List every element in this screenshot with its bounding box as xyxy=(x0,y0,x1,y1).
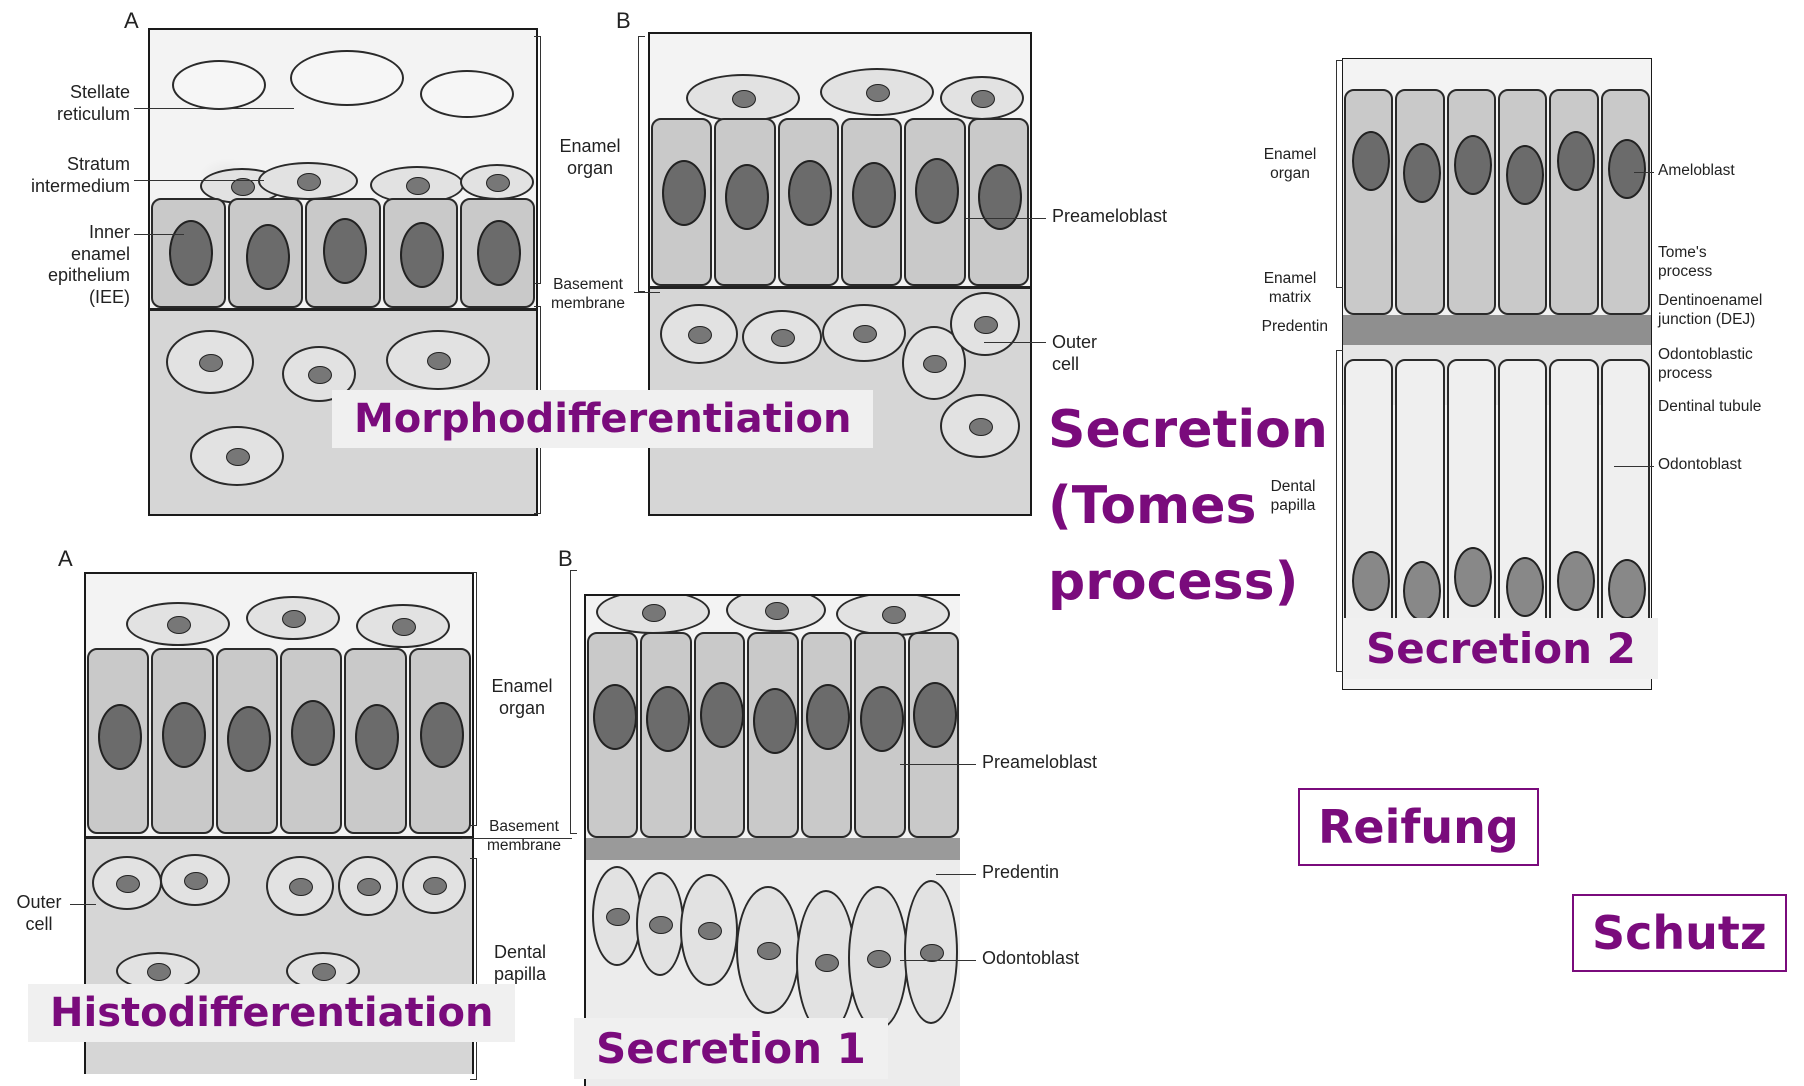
stage-histodifferentiation: Histodifferentiation xyxy=(28,984,515,1042)
label-outer-cell-top: Outer cell xyxy=(1052,332,1132,375)
stage-secretion-1: Secretion 1 xyxy=(574,1018,888,1079)
histology-panel-right xyxy=(1342,58,1652,690)
label-odontoblast-right: Odontoblast xyxy=(1658,456,1788,475)
label-ameloblast: Ameloblast xyxy=(1658,162,1788,181)
label-stellate-reticulum: Stellate reticulum xyxy=(10,82,130,125)
panel-letter-a-bottom: A xyxy=(58,546,73,572)
label-enamel-matrix: Enamel matrix xyxy=(1250,270,1330,307)
label-enamel-organ-bottom: Enamel organ xyxy=(482,676,562,719)
label-preameloblast-top: Preameloblast xyxy=(1052,206,1192,228)
label-dental-papilla-bottom: Dental papilla xyxy=(484,942,556,985)
stage-secretion-2: Secretion 2 xyxy=(1344,618,1658,679)
label-predentin-bottom: Predentin xyxy=(982,862,1102,884)
label-tomes-process: Tome's process xyxy=(1658,244,1778,281)
stage-secretion-tomes: Secretion (Tomes process) xyxy=(1048,392,1328,620)
stage-schutz: Schutz xyxy=(1572,894,1787,972)
label-odontoblastic-process: Odontoblastic process xyxy=(1658,346,1798,383)
label-predentin-right: Predentin xyxy=(1220,318,1328,337)
label-dentinal-tubule: Dentinal tubule xyxy=(1658,398,1798,417)
histology-panel-bottom-b xyxy=(584,594,960,1086)
label-preameloblast-bottom: Preameloblast xyxy=(982,752,1122,774)
label-basement-membrane-bottom: Basement membrane xyxy=(474,818,574,855)
panel-letter-b-bottom: B xyxy=(558,546,573,572)
label-basement-membrane-top: Basement membrane xyxy=(538,276,638,313)
stage-reifung: Reifung xyxy=(1298,788,1539,866)
label-outer-cell-bottom: Outer cell xyxy=(6,892,72,935)
label-enamel-organ-top: Enamel organ xyxy=(550,136,630,179)
stage-morphodifferentiation: Morphodifferentiation xyxy=(332,390,873,448)
label-stratum-intermedium: Stratum intermedium xyxy=(0,154,130,197)
panel-letter-a-top: A xyxy=(124,8,139,34)
label-iee: Inner enamel epithelium (IEE) xyxy=(10,222,130,308)
panel-letter-b-top: B xyxy=(616,8,631,34)
label-dej: Dentinoenamel junction (DEJ) xyxy=(1658,292,1802,329)
label-odontoblast-bottom: Odontoblast xyxy=(982,948,1122,970)
label-enamel-organ-right: Enamel organ xyxy=(1250,146,1330,183)
